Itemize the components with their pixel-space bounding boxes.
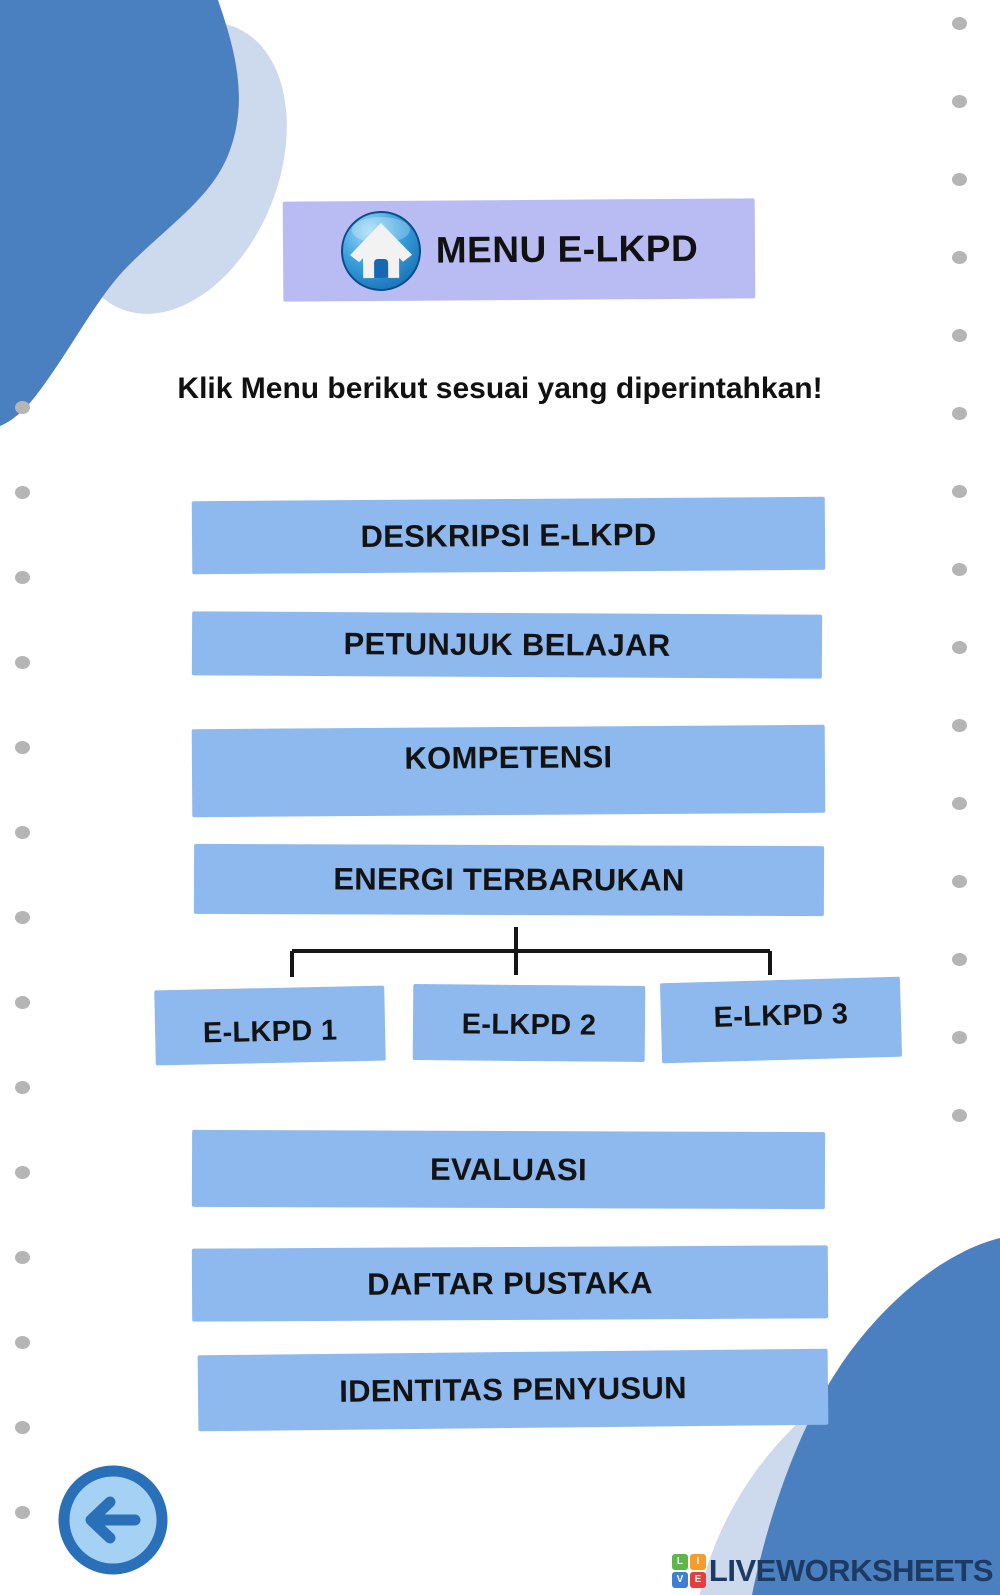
menu-button-elkpd-3[interactable]: E-LKPD 3 — [659, 976, 903, 1064]
logo-block-i: I — [689, 1554, 706, 1570]
decorative-blob-top-left — [0, 0, 287, 426]
button-label: ENERGI TERBARUKAN — [333, 861, 685, 898]
menu-button-energi-terbarukan[interactable]: ENERGI TERBARUKAN — [193, 843, 825, 917]
header-band: MENU E-LKPD — [282, 198, 756, 302]
instruction-text: Klik Menu berikut sesuai yang diperintah… — [177, 372, 823, 405]
liveworksheets-wordmark: LIVEWORKSHEETS — [708, 1553, 994, 1588]
home-icon[interactable] — [339, 210, 422, 293]
back-button[interactable] — [57, 1464, 169, 1576]
button-label: EVALUASI — [430, 1151, 587, 1187]
button-label: E-LKPD 2 — [461, 1007, 597, 1042]
liveworksheets-blocks-icon: L I V E — [671, 1554, 706, 1588]
button-label: KOMPETENSI — [404, 739, 613, 776]
logo-block-e: E — [689, 1572, 706, 1588]
button-label: PETUNJUK BELAJAR — [343, 626, 671, 663]
page-title: MENU E-LKPD — [435, 227, 699, 271]
menu-button-petunjuk-belajar[interactable]: PETUNJUK BELAJAR — [191, 611, 823, 679]
button-label: DAFTAR PUSTAKA — [367, 1264, 653, 1302]
decorative-blob-bottom-right — [700, 1238, 1000, 1595]
menu-button-identitas-penyusun[interactable]: IDENTITAS PENYUSUN — [197, 1348, 829, 1432]
button-label: E-LKPD 1 — [202, 1014, 338, 1050]
logo-block-l: L — [671, 1554, 688, 1570]
arrow-left-icon — [58, 1465, 168, 1575]
menu-button-elkpd-1[interactable]: E-LKPD 1 — [154, 985, 386, 1066]
menu-button-evaluasi[interactable]: EVALUASI — [191, 1129, 826, 1210]
liveworksheets-logo[interactable]: L I V E LIVEWORKSHEETS — [671, 1553, 994, 1589]
menu-button-daftar-pustaka[interactable]: DAFTAR PUSTAKA — [191, 1245, 829, 1322]
button-label: E-LKPD 3 — [713, 997, 849, 1034]
button-label: IDENTITAS PENYUSUN — [339, 1370, 687, 1409]
button-label: DESKRIPSI E-LKPD — [360, 516, 657, 554]
tree-connector-lines — [290, 927, 772, 977]
menu-button-kompetensi[interactable]: KOMPETENSI — [191, 724, 826, 818]
menu-button-elkpd-2[interactable]: E-LKPD 2 — [412, 983, 646, 1063]
logo-block-v: V — [671, 1572, 688, 1588]
menu-button-deskripsi-elkpd[interactable]: DESKRIPSI E-LKPD — [191, 496, 826, 575]
